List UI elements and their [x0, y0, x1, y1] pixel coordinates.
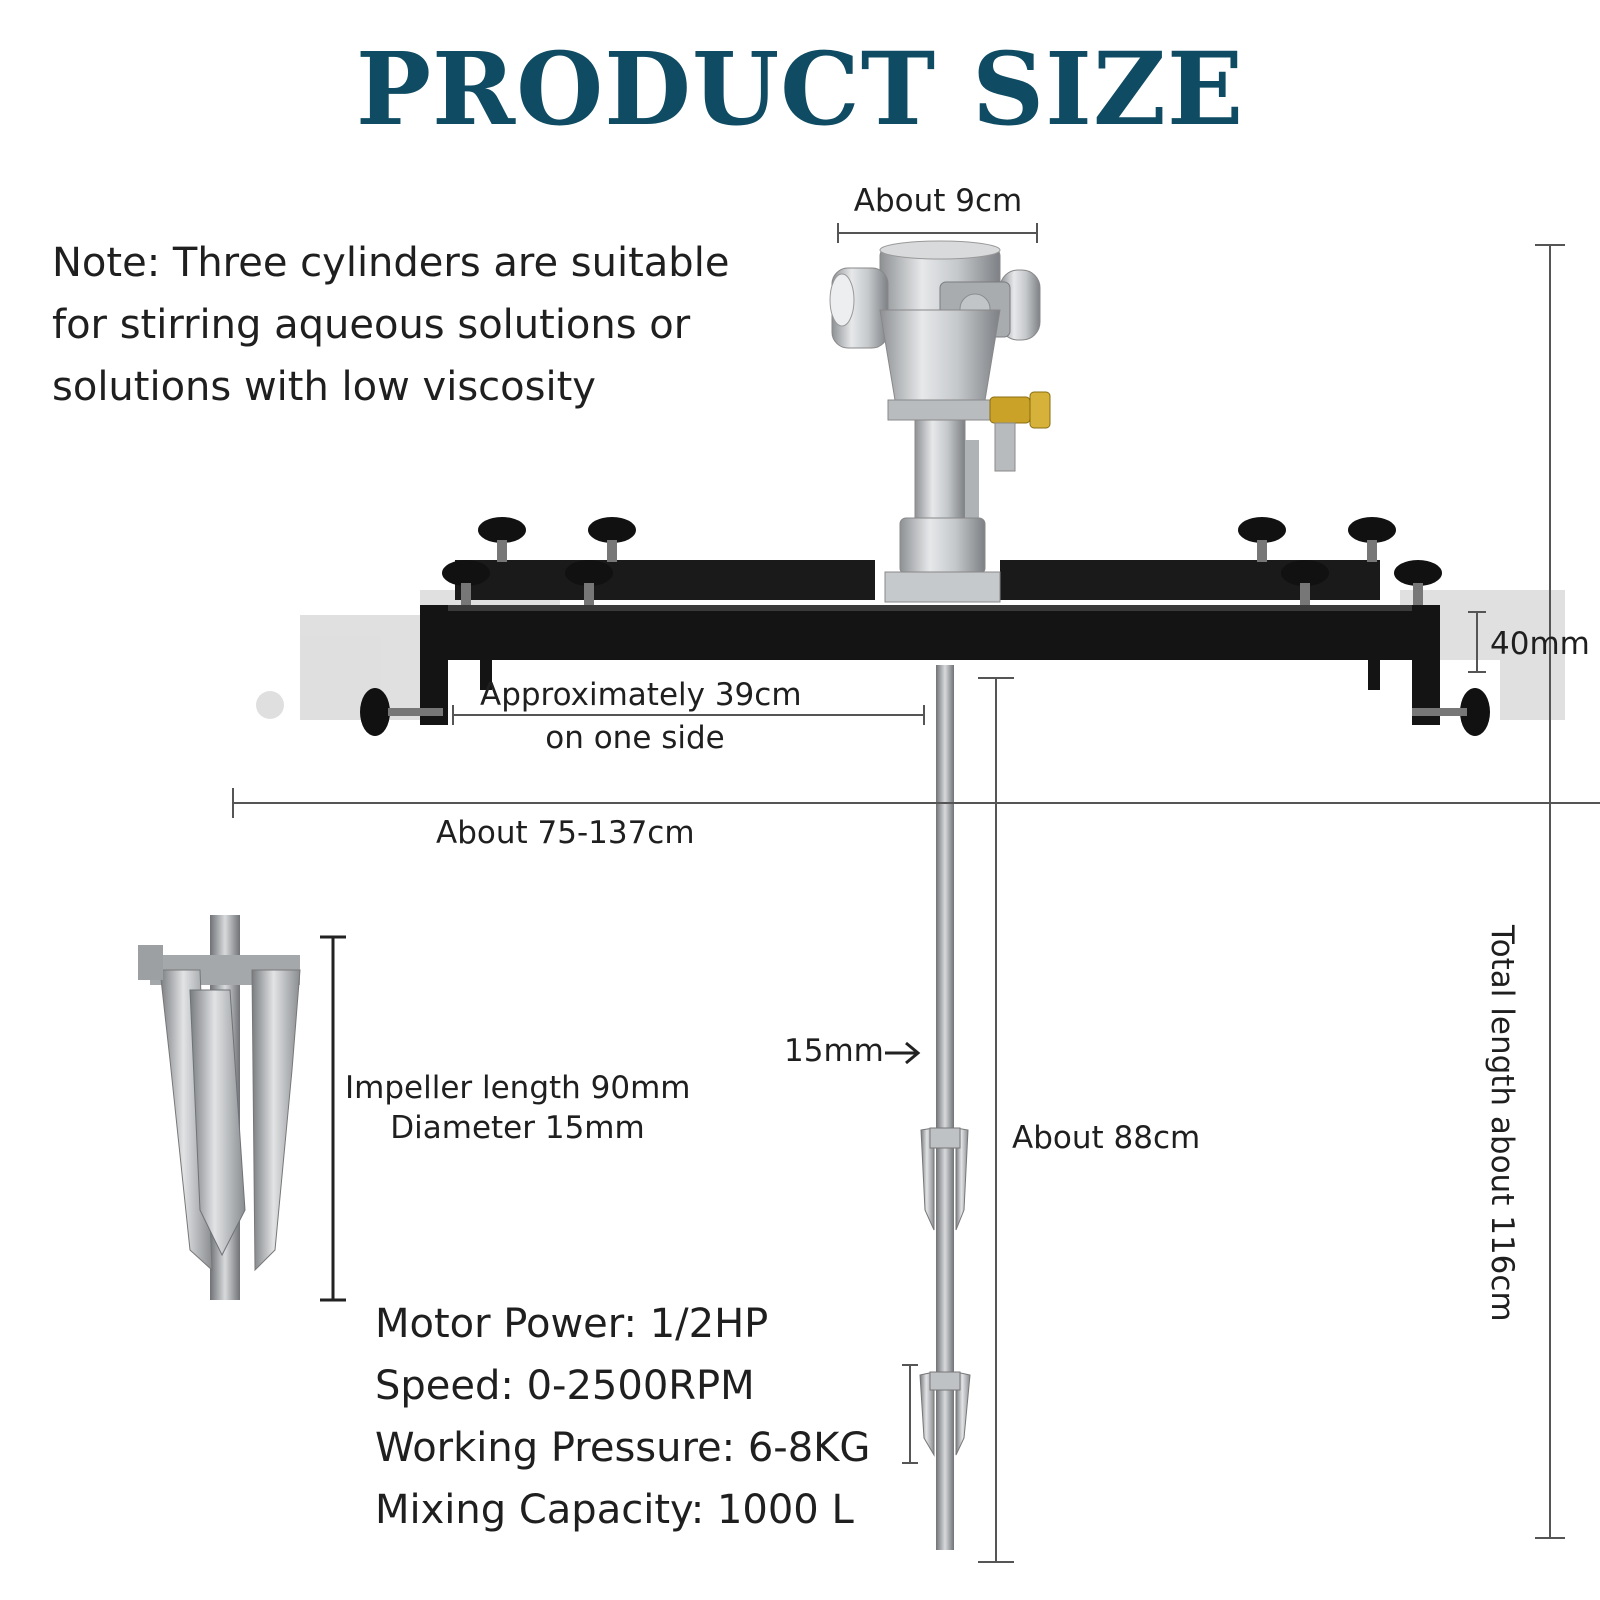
dim-frame-height — [1468, 611, 1486, 673]
spec-speed: Speed: 0-2500RPM — [375, 1363, 755, 1409]
dim-impeller-label: Impeller length 90mm Diameter 15mm — [345, 1068, 691, 1148]
spec-list: Motor Power: 1/2HP Speed: 0-2500RPM Work… — [375, 1293, 870, 1541]
knob-icon — [1412, 688, 1490, 736]
knob-icons — [360, 517, 1490, 736]
air-inlet-fitting — [989, 391, 1051, 472]
knob-icon — [588, 517, 636, 562]
usage-note: Note: Three cylinders are suitable for s… — [52, 232, 732, 418]
note-line-1: Note: Three cylinders are suitable — [52, 240, 730, 286]
knob-icon — [565, 560, 613, 605]
dim-frame-height-label: 40mm — [1490, 626, 1590, 662]
knob-icon — [1238, 517, 1286, 562]
page-title: PRODUCT SIZE — [355, 30, 1245, 148]
dimension-lines — [232, 223, 1600, 1563]
spec-mixing-capacity: Mixing Capacity: 1000 L — [375, 1487, 854, 1533]
dim-one-side-line-1: Approximately 39cm — [480, 677, 802, 713]
dim-one-side-label: Approximately 39cm on one side — [480, 674, 802, 760]
dim-total-length-label: Total length about 116cm — [1484, 925, 1520, 1322]
dim-motor-width-label: About 9cm — [853, 183, 1023, 219]
dim-impeller-length — [320, 935, 346, 1302]
arrow-right-icon — [885, 1041, 921, 1065]
impeller-detail-image — [138, 915, 301, 1300]
knob-icon — [442, 560, 490, 605]
air-motor — [829, 240, 1051, 603]
knob-icon — [360, 688, 443, 736]
shaft-impeller-lower — [919, 1371, 971, 1457]
spec-motor-power: Motor Power: 1/2HP — [375, 1301, 769, 1347]
dim-frame-span — [232, 788, 1600, 818]
note-line-2: for stirring aqueous solutions or — [52, 302, 691, 348]
dim-shaft-length — [978, 677, 1014, 1563]
dim-impeller-line-1: Impeller length 90mm — [345, 1070, 691, 1106]
dim-motor-width — [837, 223, 1038, 243]
stirring-shaft — [936, 665, 954, 1550]
knob-icon — [1281, 560, 1329, 605]
dim-impeller-line-2: Diameter 15mm — [390, 1110, 645, 1146]
dim-shaft-length-label: About 88cm — [1012, 1120, 1201, 1156]
dim-total-length — [1535, 244, 1565, 1539]
note-line-3: solutions with low viscosity — [52, 364, 596, 410]
knob-icon — [478, 517, 526, 562]
dim-shaft-diameter-label: 15mm — [784, 1033, 884, 1069]
dim-one-side — [452, 705, 925, 725]
dim-lower-impeller — [902, 1364, 918, 1464]
shaft-impeller-upper — [920, 1127, 969, 1231]
knob-icon — [1348, 517, 1396, 562]
dim-one-side-line-2: on one side — [545, 720, 725, 756]
knob-icon — [1394, 560, 1442, 605]
spec-working-pressure: Working Pressure: 6-8KG — [375, 1425, 871, 1471]
dim-frame-span-label: About 75-137cm — [436, 815, 695, 851]
